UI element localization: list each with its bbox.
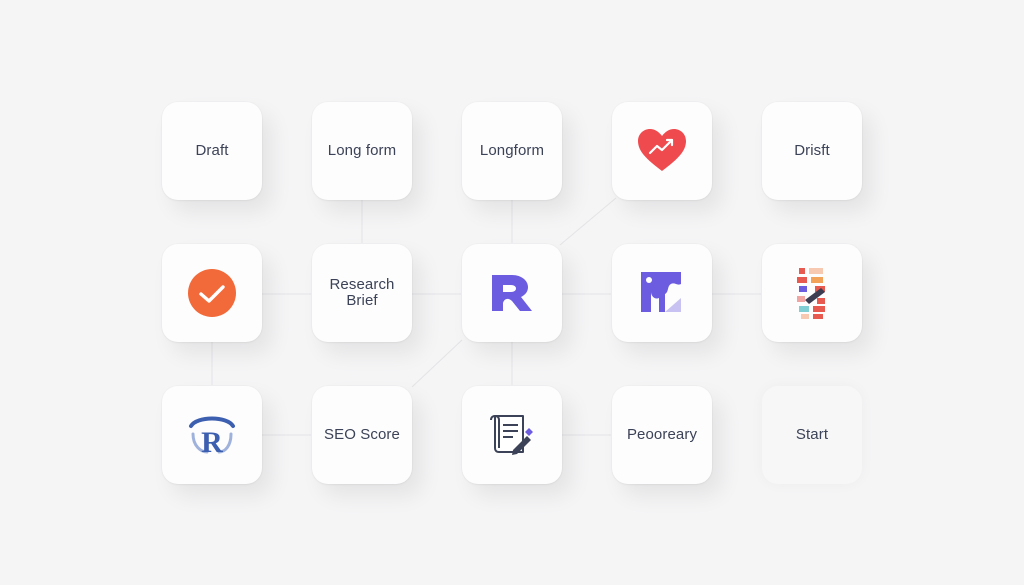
tile-label: SEO Score (324, 426, 400, 443)
tile-label: Long form (327, 142, 397, 159)
tile-research-brief[interactable]: Research Brief (312, 244, 412, 342)
tile-seo-score[interactable]: SEO Score (312, 386, 412, 484)
tile-label: Start (795, 426, 829, 443)
document-edit-icon (489, 412, 535, 458)
check-circle-icon (186, 267, 238, 319)
r-seal-logo-icon: R (187, 412, 237, 458)
connector-line (411, 339, 463, 388)
tile-start[interactable]: Start (762, 386, 862, 484)
tile-check-circle[interactable] (162, 244, 262, 342)
tile-purple-chart[interactable] (612, 244, 712, 342)
tile-mosaic[interactable] (762, 244, 862, 342)
mosaic-blocks-icon (795, 266, 829, 320)
tile-peooreary[interactable]: Peooreary (612, 386, 712, 484)
tile-label-line: Research (329, 276, 395, 293)
tile-label-line: Brief (346, 292, 378, 309)
tile-label: Peooreary (626, 426, 698, 443)
tile-document-edit[interactable] (462, 386, 562, 484)
tile-draft[interactable]: Draft (162, 102, 262, 200)
tile-longform[interactable]: Longform (462, 102, 562, 200)
tile-label: Drisft (794, 142, 830, 159)
tile-r-seal[interactable]: R (162, 386, 262, 484)
tile-label: Research Brief (330, 277, 395, 309)
svg-text:R: R (201, 426, 223, 458)
tile-heart-trend[interactable] (612, 102, 712, 200)
tile-label: Longform (479, 142, 545, 159)
heart-trend-icon (636, 127, 688, 175)
r-logo-icon (490, 271, 534, 315)
tile-long-form[interactable]: Long form (312, 102, 412, 200)
connector-line (559, 197, 617, 246)
tile-drisft[interactable]: Drisft (762, 102, 862, 200)
tile-r-logo[interactable] (462, 244, 562, 342)
purple-chart-icon (637, 268, 687, 318)
tile-label: Draft (195, 142, 229, 159)
